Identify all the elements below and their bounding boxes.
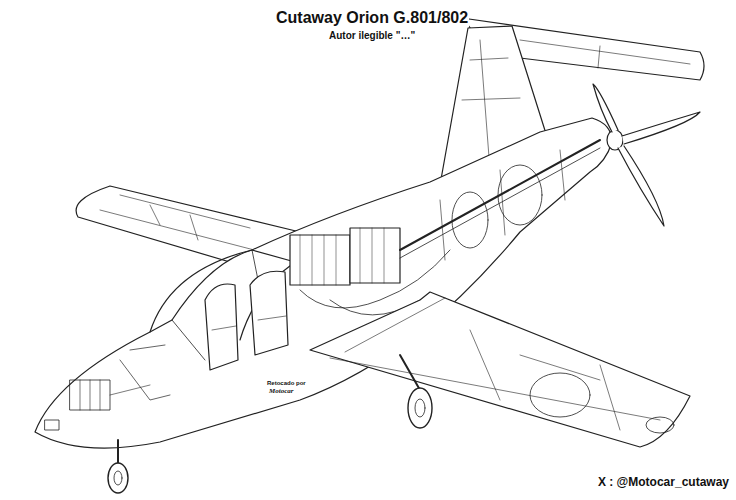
title: Cutaway Orion G.801/802 [275, 9, 469, 27]
credit-note: Retocado por [266, 380, 307, 387]
credit-signature: Motocar [268, 388, 295, 396]
watermark: X : @Motocar_cutaway [597, 476, 730, 489]
subtitle: Autor ilegible "…" [328, 30, 416, 41]
